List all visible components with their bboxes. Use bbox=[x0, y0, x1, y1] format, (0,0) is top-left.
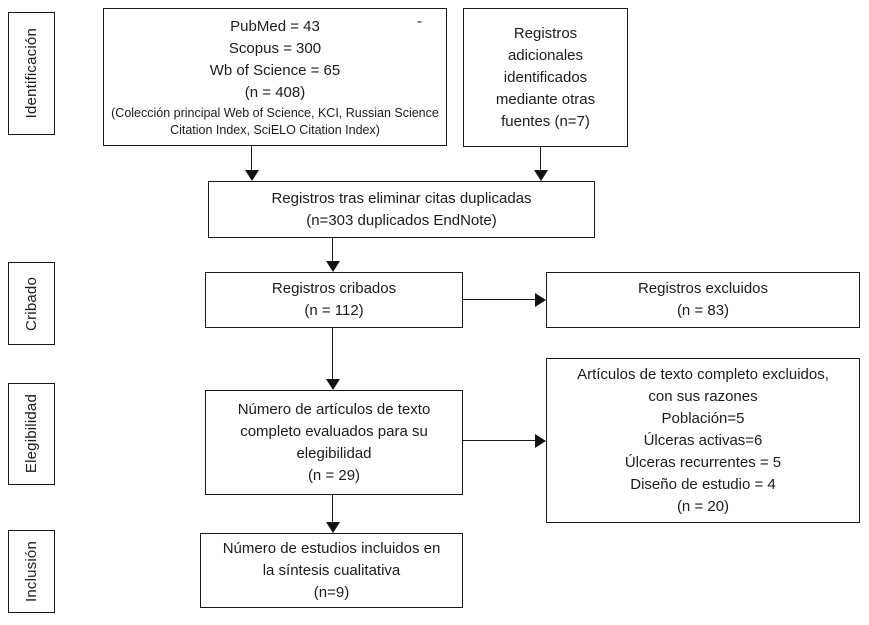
box-additional-records: Registros adicionales identificados medi… bbox=[463, 8, 628, 147]
dedup-line: Registros tras eliminar citas duplicadas bbox=[271, 189, 532, 207]
screened-count: (n = 112) bbox=[304, 302, 364, 319]
box-fulltext-excluded: Artículos de texto completo excluidos, c… bbox=[546, 358, 860, 523]
box-included-studies: Número de estudios incluidos en la sínte… bbox=[200, 533, 463, 608]
arrowhead-down-icon bbox=[326, 261, 340, 272]
ft-excluded-line: con sus razones bbox=[648, 387, 758, 405]
excluded-count: (n = 83) bbox=[676, 302, 730, 319]
connector-screened-to-fulltext bbox=[332, 328, 333, 381]
connector-screened-to-excluded bbox=[463, 299, 537, 300]
excluded-line: Registros excluidos bbox=[637, 280, 769, 297]
source-count-line: PubMed = 43 bbox=[230, 17, 320, 35]
source-total-line: (n = 408) bbox=[244, 83, 306, 101]
source-note: (Colección principal Web of Science, KCI… bbox=[111, 105, 439, 137]
dedup-count: (n=303 duplicados EndNote) bbox=[306, 211, 497, 229]
included-text: Número de estudios incluidos en la sínte… bbox=[222, 539, 441, 579]
arrowhead-right-icon bbox=[535, 434, 546, 448]
box-fulltext-assessed: Número de artículos de texto completo ev… bbox=[205, 390, 463, 495]
stage-label-text: Identificación bbox=[23, 28, 40, 119]
arrowhead-down-icon bbox=[326, 522, 340, 533]
connector-additional-to-dedup bbox=[540, 147, 541, 172]
dash-mark: - bbox=[417, 13, 422, 30]
box-excluded-records: Registros excluidos (n = 83) bbox=[546, 272, 860, 328]
box-screened-records: Registros cribados (n = 112) bbox=[205, 272, 463, 328]
arrowhead-down-icon bbox=[326, 379, 340, 390]
stage-label-text: Inclusión bbox=[23, 540, 40, 602]
stage-label-text: Cribado bbox=[23, 276, 40, 331]
ft-excluded-reason: Diseño de estudio = 4 bbox=[630, 475, 776, 493]
stage-label-screening: Cribado bbox=[8, 262, 55, 345]
ft-excluded-count: (n = 20) bbox=[676, 497, 730, 515]
source-count-line: Scopus = 300 bbox=[228, 39, 322, 57]
ft-excluded-reason: Úlceras activas=6 bbox=[643, 431, 763, 449]
fulltext-text: Número de artículos de texto completo ev… bbox=[237, 400, 431, 462]
ft-excluded-line: Artículos de texto completo excluidos, bbox=[577, 365, 829, 383]
connector-fulltext-to-ftexcluded bbox=[463, 440, 537, 441]
box-deduplicated-records: Registros tras eliminar citas duplicadas… bbox=[208, 181, 595, 238]
box-database-records: - PubMed = 43 Scopus = 300 Wb of Science… bbox=[103, 8, 447, 146]
stage-label-eligibility: Elegibilidad bbox=[8, 383, 55, 485]
fulltext-count: (n = 29) bbox=[307, 466, 361, 484]
arrowhead-right-icon bbox=[535, 293, 546, 307]
connector-fulltext-to-included bbox=[332, 495, 333, 524]
screened-line: Registros cribados bbox=[271, 280, 397, 297]
additional-records-text: Registros adicionales identificados medi… bbox=[495, 24, 596, 130]
stage-label-identification: Identificación bbox=[8, 12, 55, 135]
ft-excluded-reason: Población=5 bbox=[661, 409, 745, 427]
stage-label-inclusion: Inclusión bbox=[8, 530, 55, 613]
ft-excluded-reason: Úlceras recurrentes = 5 bbox=[624, 453, 782, 471]
arrowhead-down-icon bbox=[534, 170, 548, 181]
source-count-line: Wb of Science = 65 bbox=[209, 61, 341, 79]
connector-dedup-to-screened bbox=[332, 238, 333, 263]
connector-sources-to-dedup bbox=[251, 146, 252, 172]
stage-label-text: Elegibilidad bbox=[23, 394, 40, 474]
included-count: (n=9) bbox=[313, 583, 350, 601]
arrowhead-down-icon bbox=[245, 170, 259, 181]
